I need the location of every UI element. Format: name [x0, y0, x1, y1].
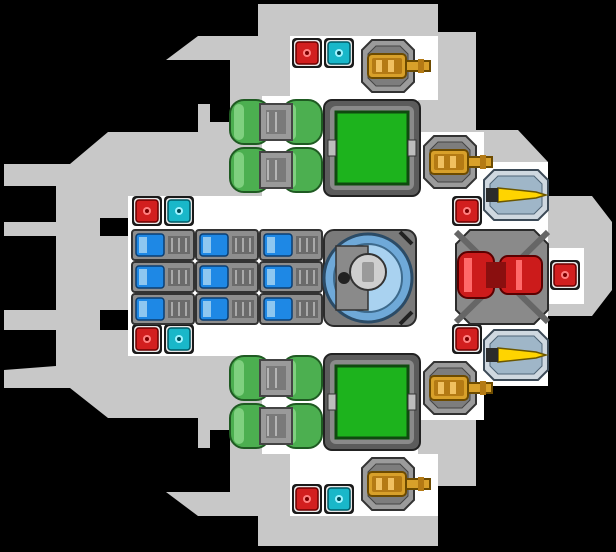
- red-connector-icon[interactable]: [549, 259, 581, 291]
- red-connector-icon[interactable]: [291, 483, 323, 515]
- cyan-connector-icon[interactable]: [323, 37, 355, 69]
- red-connector-icon[interactable]: [131, 195, 163, 227]
- cargo-bay-icon[interactable]: [322, 352, 422, 452]
- battery-cell-icon[interactable]: [195, 293, 259, 325]
- laser-turret-icon[interactable]: [483, 329, 549, 381]
- battery-cell-icon[interactable]: [131, 293, 195, 325]
- fuel-tank-icon[interactable]: [229, 355, 323, 401]
- cyan-connector-icon[interactable]: [323, 483, 355, 515]
- laser-turret-icon[interactable]: [483, 169, 549, 221]
- battery-cell-icon[interactable]: [259, 261, 323, 293]
- red-connector-icon[interactable]: [291, 37, 323, 69]
- battery-cell-icon[interactable]: [195, 261, 259, 293]
- battery-grid: [131, 229, 323, 325]
- hull-cutouts: [100, 218, 128, 330]
- battery-cell-icon[interactable]: [259, 293, 323, 325]
- fuel-tank-icon[interactable]: [229, 147, 323, 193]
- cargo-bay-icon[interactable]: [322, 98, 422, 198]
- cyan-connector-icon[interactable]: [163, 323, 195, 355]
- red-connector-icon[interactable]: [131, 323, 163, 355]
- battery-cell-icon[interactable]: [259, 229, 323, 261]
- battery-cell-icon[interactable]: [131, 261, 195, 293]
- fuel-tank-icon[interactable]: [229, 99, 323, 145]
- battery-cell-icon[interactable]: [195, 229, 259, 261]
- cockpit-dome-icon[interactable]: [322, 229, 417, 327]
- reactor-core-icon[interactable]: [453, 229, 551, 325]
- cyan-connector-icon[interactable]: [163, 195, 195, 227]
- battery-cell-icon[interactable]: [131, 229, 195, 261]
- red-connector-icon[interactable]: [451, 195, 483, 227]
- red-connector-icon[interactable]: [451, 323, 483, 355]
- fuel-tank-icon[interactable]: [229, 403, 323, 449]
